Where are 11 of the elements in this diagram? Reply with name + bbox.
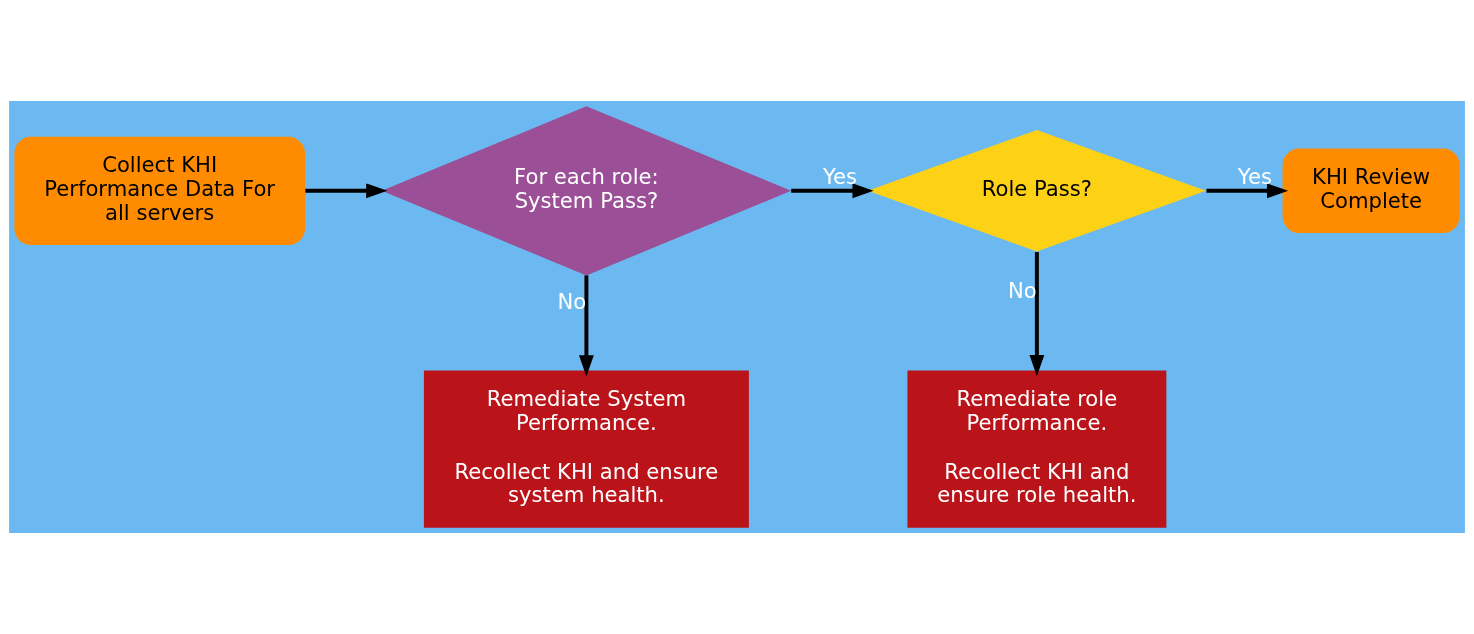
arrow (305, 183, 388, 199)
arrow (791, 183, 874, 199)
node-box: Remediate System Performance. Recollect KHI and ensure system health. (423, 370, 749, 528)
node-box: Remediate role Performance. Recollect KHI and ensure role health. (907, 370, 1167, 528)
arrow (578, 275, 594, 377)
edge-label: Yes (1237, 163, 1272, 189)
node-box: KHI Review Complete (1282, 148, 1460, 234)
arrow (1206, 183, 1289, 199)
arrow (1029, 252, 1045, 377)
edge-label: Yes (822, 163, 858, 189)
node-box: Collect KHI Performance Data For all servers (14, 136, 305, 245)
